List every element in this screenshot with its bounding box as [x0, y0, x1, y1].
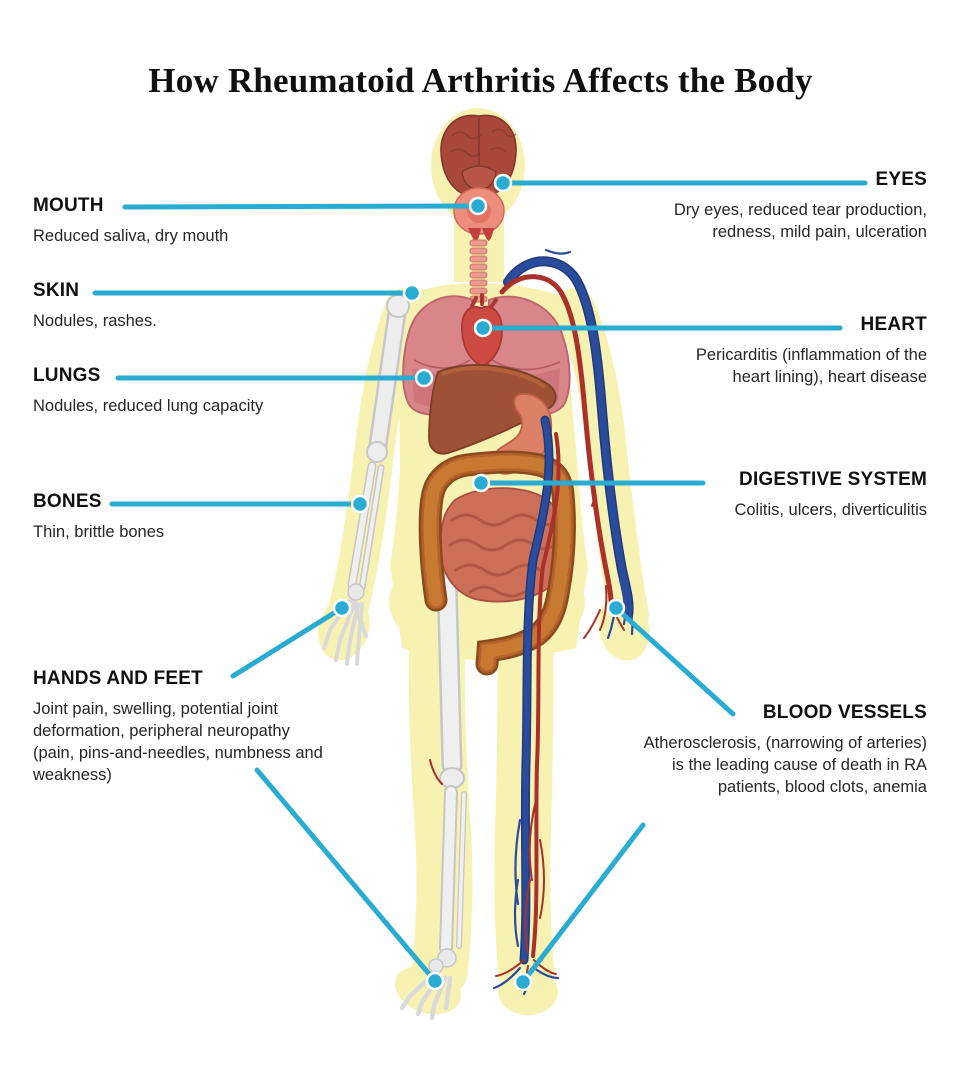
callout-description: Joint pain, swelling, potential joint de…	[33, 699, 323, 784]
callout-heading: EYES	[875, 169, 927, 190]
callout-blood-vessels: BLOOD VESSELS Atherosclerosis, (narrowin…	[631, 702, 927, 799]
callout-line-mouth	[122, 203, 481, 210]
callout-skin: SKIN Nodules, rashes.	[33, 280, 333, 333]
callout-dot-mouth	[468, 196, 488, 216]
callout-line-left-foot	[254, 767, 438, 984]
callout-heart: HEART Pericarditis (inflammation of the …	[661, 314, 927, 389]
callout-dot-bones	[350, 494, 370, 514]
callout-heading: HEART	[860, 314, 927, 335]
callout-dot-skin	[402, 283, 422, 303]
trachea	[469, 239, 488, 303]
callout-heading: LUNGS	[33, 365, 101, 386]
callout-dot-digestive	[471, 473, 491, 493]
callout-description: Dry eyes, reduced tear production, redne…	[673, 200, 927, 241]
callout-description: Nodules, reduced lung capacity	[33, 396, 264, 415]
callout-eyes: EYES Dry eyes, reduced tear production, …	[627, 169, 927, 244]
page-title: How Rheumatoid Arthritis Affects the Bod…	[148, 61, 813, 101]
callout-description: Reduced saliva, dry mouth	[33, 226, 229, 245]
callout-dot-blood-vessels	[606, 598, 626, 618]
callout-heading: MOUTH	[33, 195, 104, 216]
liver	[428, 364, 557, 455]
callout-heading: BONES	[33, 491, 102, 512]
callout-dot-lungs	[414, 368, 434, 388]
callout-dot-right-foot	[513, 972, 533, 992]
callout-mouth: MOUTH Reduced saliva, dry mouth	[33, 195, 333, 248]
callout-line-blood-vessels	[613, 605, 736, 717]
callout-description: Atherosclerosis, (narrowing of arteries)…	[643, 733, 927, 796]
callout-heading: HANDS AND FEET	[33, 668, 203, 689]
callout-bones: BONES Thin, brittle bones	[33, 491, 333, 544]
callout-dot-left-foot	[425, 971, 445, 991]
callout-dot-eyes	[493, 173, 513, 193]
callout-description: Colitis, ulcers, diverticulitis	[734, 500, 927, 519]
callout-dot-heart	[473, 318, 493, 338]
callout-line-right-foot	[520, 822, 646, 985]
callout-line-hands	[230, 605, 345, 679]
callout-dot-hand	[332, 598, 352, 618]
callout-heading: SKIN	[33, 280, 80, 301]
callout-hands-and-feet: HANDS AND FEET Joint pain, swelling, pot…	[33, 668, 333, 787]
callout-description: Nodules, rashes.	[33, 311, 157, 330]
callout-heading: BLOOD VESSELS	[762, 702, 927, 723]
callout-description: Pericarditis (inflammation of the heart …	[695, 345, 927, 386]
callout-lungs: LUNGS Nodules, reduced lung capacity	[33, 365, 353, 418]
callout-digestive-system: DIGESTIVE SYSTEM Colitis, ulcers, divert…	[597, 469, 927, 522]
callout-heading: DIGESTIVE SYSTEM	[739, 469, 927, 490]
blood-vessels-illustration	[429, 248, 634, 996]
callout-description: Thin, brittle bones	[33, 522, 165, 541]
